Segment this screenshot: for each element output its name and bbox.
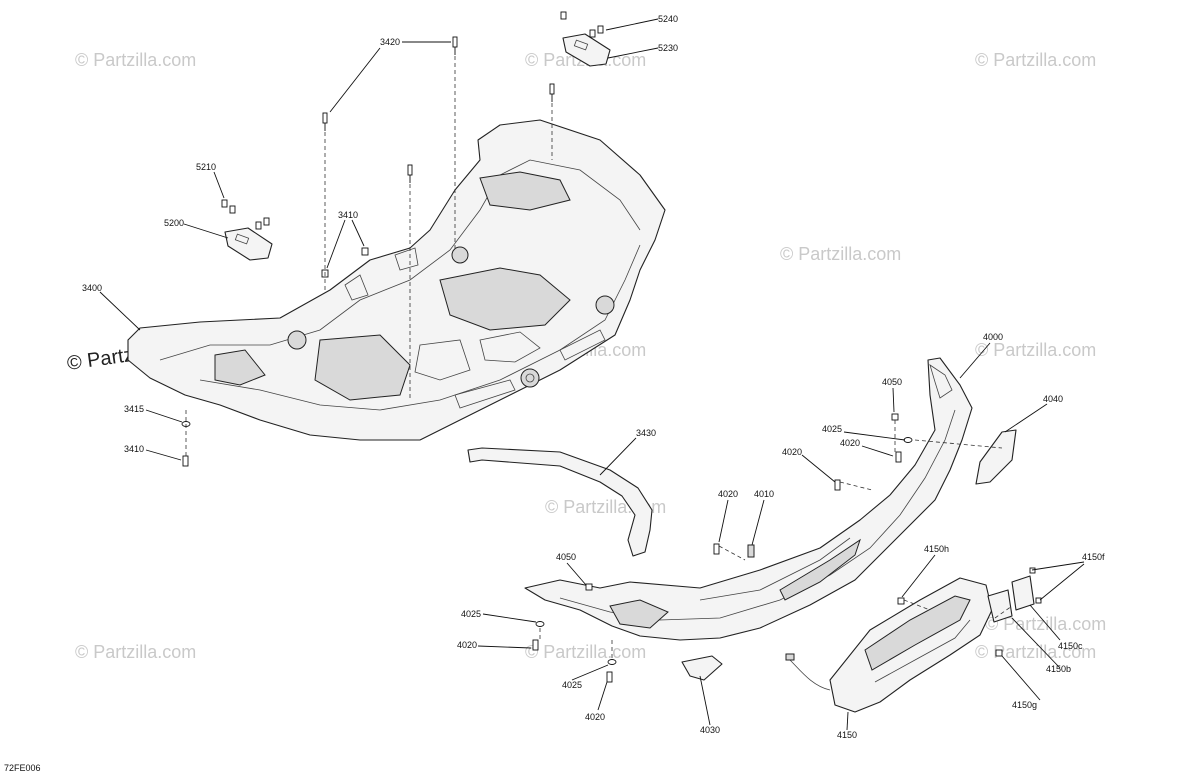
callout-4020: 4020 (718, 489, 738, 499)
callout-4020: 4020 (840, 438, 860, 448)
bolt-icon (361, 247, 369, 256)
watermark: © Partzilla.com (780, 244, 901, 264)
bolt-icon (560, 11, 567, 20)
bolt-icon (255, 221, 262, 230)
callout-5240: 5240 (658, 14, 678, 24)
callout-4010: 4010 (754, 489, 774, 499)
callout-labels: 3420 5240 5230 5210 5200 3410 3400 3415 … (82, 14, 1105, 740)
bolt-icon (221, 199, 228, 208)
watermark: © Partzilla.com (75, 50, 196, 70)
callout-4150c: 4150c (1058, 641, 1083, 651)
bolt-icon (182, 455, 189, 467)
callout-5230: 5230 (658, 43, 678, 53)
watermark: © Partzilla.com (975, 642, 1096, 662)
clip-icon (747, 544, 755, 558)
screw-icon (897, 597, 905, 605)
callout-4040: 4040 (1043, 394, 1063, 404)
trim-4030 (681, 655, 723, 681)
strap-3430 (467, 447, 653, 557)
callout-3420: 3420 (380, 37, 400, 47)
nut-icon (891, 413, 899, 421)
callout-4150h: 4150h (924, 544, 949, 554)
watermark: © Partzilla.com (985, 614, 1106, 634)
light-bar-4150 (785, 577, 993, 713)
callout-4050: 4050 (556, 552, 576, 562)
callout-4020: 4020 (585, 712, 605, 722)
fasteners (181, 11, 1042, 683)
watermark: © Partzilla.com (75, 642, 196, 662)
screw-icon (1035, 597, 1042, 604)
bolt-icon (589, 29, 596, 38)
bolt-icon (834, 479, 841, 491)
callout-4150: 4150 (837, 730, 857, 740)
callout-4020: 4020 (457, 640, 477, 650)
callout-4000: 4000 (983, 332, 1003, 342)
screw-icon (1029, 567, 1036, 574)
callout-3410: 3410 (338, 210, 358, 220)
bracket-5200 (224, 227, 273, 261)
assembly-lines (185, 56, 1013, 660)
callout-5200: 5200 (164, 218, 184, 228)
callout-4025: 4025 (822, 424, 842, 434)
washer-icon (535, 621, 545, 627)
figure-id: 72FE006 (4, 763, 41, 773)
front-bumper-4000 (524, 357, 973, 641)
callout-4030: 4030 (700, 725, 720, 735)
watermark: © Partzilla.com (975, 50, 1096, 70)
callout-3415: 3415 (124, 404, 144, 414)
callout-3400: 3400 (82, 283, 102, 293)
bolt-icon (895, 451, 902, 463)
screw-icon (995, 649, 1003, 657)
bolt-icon (713, 543, 720, 555)
bolt-icon (606, 671, 613, 683)
callout-4020: 4020 (782, 447, 802, 457)
callout-4150b: 4150b (1046, 664, 1071, 674)
leader-lines (99, 18, 1085, 731)
screw-icon (407, 164, 413, 183)
light-module-4150c (1011, 575, 1035, 611)
screw-icon (452, 36, 458, 55)
screw-icon (549, 83, 555, 102)
trim-4040 (975, 429, 1017, 485)
skid-plate-3400 (127, 119, 666, 441)
callout-4025: 4025 (562, 680, 582, 690)
watermark: © Partzilla.com (525, 642, 646, 662)
callout-4025: 4025 (461, 609, 481, 619)
watermark: © Partzilla.com (975, 340, 1096, 360)
screw-icon (322, 112, 328, 131)
bolt-icon (532, 639, 539, 651)
bracket-5230 (562, 33, 611, 67)
callout-3430: 3430 (636, 428, 656, 438)
callout-4050: 4050 (882, 377, 902, 387)
callout-4150g: 4150g (1012, 700, 1037, 710)
callout-5210: 5210 (196, 162, 216, 172)
callout-4150f: 4150f (1082, 552, 1105, 562)
washer-icon (607, 659, 617, 665)
nut-icon (585, 583, 593, 591)
washer-icon (903, 437, 913, 443)
light-module-4150b (987, 589, 1013, 623)
callout-3410: 3410 (124, 444, 144, 454)
bolt-icon (597, 25, 604, 34)
bolt-icon (229, 205, 236, 214)
bolt-icon (263, 217, 270, 226)
